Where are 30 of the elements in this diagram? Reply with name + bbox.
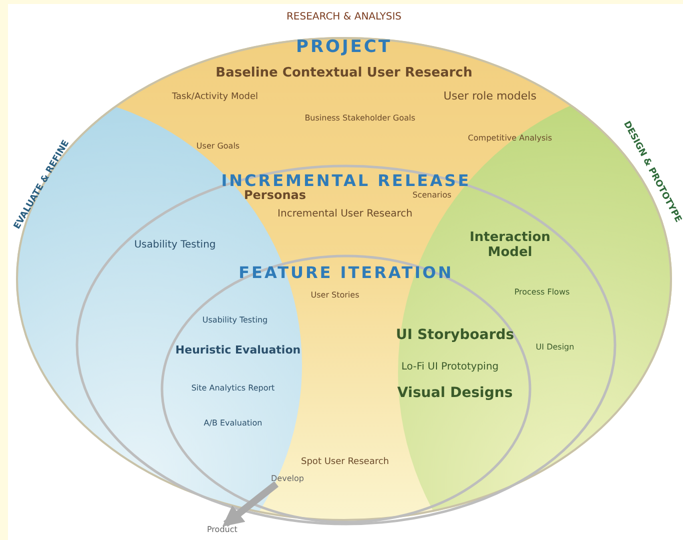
item-text: Baseline Contextual User Research — [216, 66, 472, 80]
item-text: Task/Activity Model — [172, 92, 258, 102]
item-text: Personas — [244, 188, 306, 202]
stage-label: Develop — [269, 473, 306, 484]
item-text: UI Design — [536, 342, 574, 352]
item-text: Lo-Fi UI Prototyping — [401, 362, 499, 372]
item-text: Incremental User Research — [278, 208, 412, 220]
item-text: UI Storyboards — [396, 327, 514, 343]
phase-label: RESEARCH & ANALYSIS — [286, 12, 402, 22]
item-text: Spot User Research — [301, 457, 389, 467]
item-text: Competitive Analysis — [468, 134, 552, 142]
item-text: User Stories — [310, 290, 360, 300]
item-text: User role models — [444, 90, 536, 102]
cycle-heading: PROJECT — [294, 37, 393, 57]
stage-label: Product — [205, 524, 240, 535]
item-text: Business Stakeholder Goals — [304, 114, 416, 122]
cycle-heading: INCREMENTAL RELEASE — [220, 171, 472, 190]
item-text: Interaction Model — [468, 230, 552, 260]
item-text: Visual Designs — [397, 385, 513, 401]
item-text: Process Flows — [514, 288, 570, 296]
item-text: Scenarios — [412, 190, 452, 200]
cycle-heading: FEATURE ITERATION — [238, 263, 454, 282]
item-text: Usability Testing — [202, 316, 268, 324]
cycle-ellipse — [76, 165, 616, 525]
arrow — [222, 481, 279, 527]
item-text: Heuristic Evaluation — [175, 344, 301, 356]
item-text: User Goals — [196, 142, 240, 150]
item-text: Site Analytics Report — [191, 384, 275, 392]
item-text: A/B Evaluation — [204, 418, 262, 428]
item-text: Usability Testing — [134, 240, 216, 250]
